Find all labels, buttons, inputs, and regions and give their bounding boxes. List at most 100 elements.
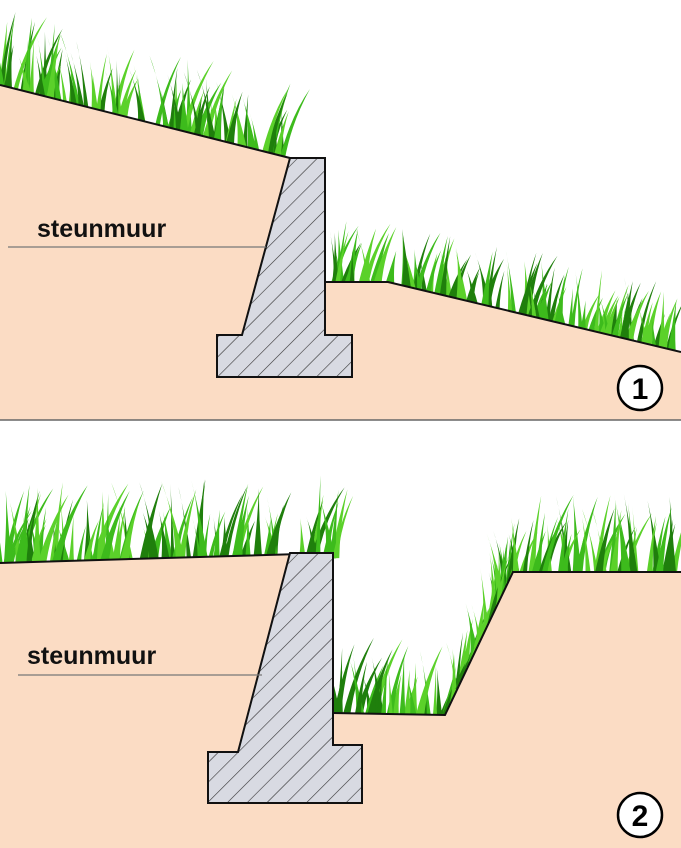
grass-blade bbox=[593, 270, 603, 336]
grass-blade bbox=[29, 518, 47, 568]
grass-blade bbox=[366, 649, 393, 716]
grass-blade bbox=[661, 519, 674, 577]
grass-blade bbox=[372, 226, 397, 286]
grass-blade bbox=[619, 281, 633, 343]
grass-blade bbox=[139, 482, 160, 564]
grass-blade bbox=[454, 632, 464, 694]
grass-blade bbox=[319, 497, 336, 559]
grass-blade bbox=[4, 510, 33, 568]
panel-number-1: 1 bbox=[632, 373, 649, 406]
grass-blade bbox=[104, 69, 120, 119]
grass-blade bbox=[441, 685, 454, 718]
grass-blade bbox=[231, 483, 249, 562]
grass-blade bbox=[49, 499, 63, 567]
grass-blade bbox=[0, 542, 4, 568]
grass-blade bbox=[527, 495, 542, 577]
grass-blade bbox=[129, 68, 147, 126]
grass-blade bbox=[249, 112, 260, 154]
grass-blade bbox=[494, 270, 505, 313]
grass-blade bbox=[651, 314, 657, 350]
grass-blade bbox=[480, 251, 493, 310]
label-steunmuur-2: steunmuur bbox=[27, 642, 156, 670]
grass-blade bbox=[493, 531, 510, 592]
grass-blade bbox=[433, 236, 448, 298]
grass-blade bbox=[384, 250, 397, 287]
grass-blade bbox=[553, 275, 566, 327]
grass-blade bbox=[580, 510, 592, 577]
grass-blade bbox=[334, 231, 349, 286]
grass-blade bbox=[451, 648, 458, 699]
grass-blade bbox=[25, 509, 36, 568]
grass-blade bbox=[593, 508, 615, 577]
grass-blade bbox=[623, 493, 639, 577]
grass-blade bbox=[177, 489, 197, 563]
grass-blade bbox=[435, 667, 443, 718]
grass-blade bbox=[413, 232, 441, 293]
grass-blade bbox=[279, 89, 310, 160]
label-steunmuur-1: steunmuur bbox=[37, 215, 166, 243]
grass-blade bbox=[2, 490, 25, 568]
panel-number-2: 2 bbox=[632, 800, 649, 833]
grass-blade bbox=[21, 17, 32, 97]
grass-blade bbox=[104, 493, 110, 565]
grass-blade bbox=[380, 656, 389, 717]
grass-blade bbox=[623, 290, 649, 344]
grass-blade bbox=[609, 510, 622, 577]
grass-blade bbox=[8, 518, 30, 568]
grass-blade bbox=[602, 296, 620, 339]
grass-blade bbox=[212, 509, 220, 562]
grass-blade bbox=[402, 244, 417, 292]
grass-blade bbox=[119, 501, 140, 565]
grass-blade bbox=[582, 508, 600, 577]
grass-blade bbox=[218, 493, 243, 562]
soil-panel-2 bbox=[0, 553, 681, 848]
grass-blade bbox=[167, 74, 183, 135]
grass-blade bbox=[55, 50, 68, 107]
grass-blade bbox=[415, 646, 443, 718]
grass-blade bbox=[376, 669, 383, 717]
grass-blade bbox=[315, 475, 321, 559]
grass-blade bbox=[354, 657, 383, 716]
grass-blade bbox=[610, 293, 629, 341]
grass-blade bbox=[264, 492, 292, 561]
grass-blade bbox=[17, 54, 32, 97]
grass-blade bbox=[180, 60, 214, 136]
grass-blade bbox=[332, 495, 354, 559]
grass-blade bbox=[230, 512, 245, 562]
panel-1: steunmuur 1 bbox=[0, 84, 681, 421]
grass-blade bbox=[473, 601, 484, 648]
grass-blade bbox=[580, 293, 601, 333]
grass-blade bbox=[441, 240, 453, 301]
grass-blade bbox=[364, 665, 384, 716]
retaining-wall-2 bbox=[207, 552, 363, 804]
grass-blade bbox=[559, 533, 572, 577]
grass-blade bbox=[413, 255, 423, 294]
grass-blade bbox=[242, 94, 249, 151]
grass-blade bbox=[547, 274, 565, 325]
grass-blade bbox=[432, 665, 438, 718]
grass-blade bbox=[89, 483, 129, 566]
grass-blade bbox=[192, 86, 210, 139]
grass-blade bbox=[76, 41, 89, 112]
grass-blade bbox=[70, 52, 85, 111]
grass-blade bbox=[242, 96, 257, 153]
grass-blade bbox=[82, 520, 99, 566]
grass-blade bbox=[253, 488, 262, 561]
grass-blade bbox=[179, 82, 189, 136]
grass-blade bbox=[19, 516, 34, 568]
grass-blade bbox=[557, 508, 569, 577]
grass-blade bbox=[412, 233, 431, 293]
grass-blade bbox=[420, 258, 428, 295]
grass-blade bbox=[59, 32, 81, 110]
soil-upper-left bbox=[0, 85, 681, 420]
grass-blade bbox=[222, 486, 248, 562]
panel-2: steunmuur 2 bbox=[0, 552, 681, 848]
grass-blade bbox=[646, 515, 657, 577]
grass-blade bbox=[64, 51, 78, 109]
grass-blade bbox=[149, 55, 170, 132]
grass-blade bbox=[178, 486, 192, 563]
grass-blade bbox=[34, 49, 46, 101]
grass-blade bbox=[0, 12, 16, 91]
grass-blade bbox=[68, 515, 75, 566]
